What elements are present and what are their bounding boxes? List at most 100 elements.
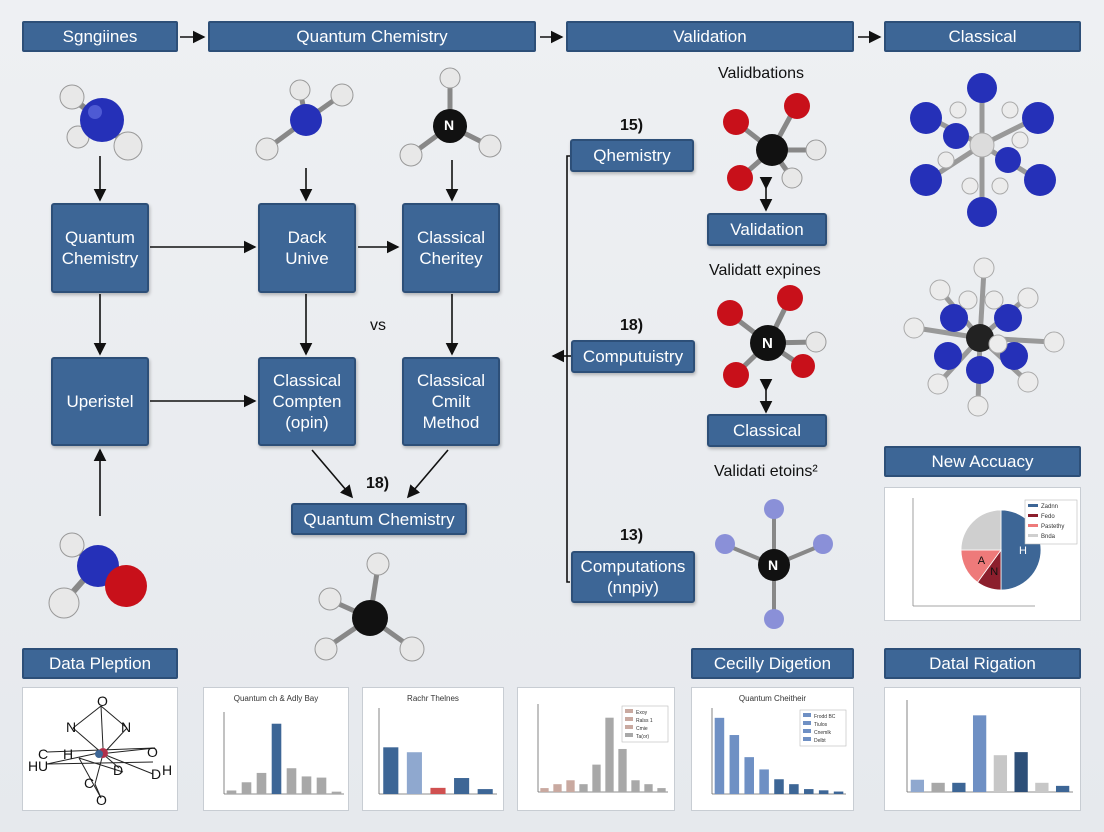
chart-2-legend-swatch-3 — [625, 733, 633, 737]
pie-legend-swatch-2 — [1028, 524, 1038, 527]
chart-2-legend-label-0: Exoy — [636, 710, 648, 716]
chart-2-bar-8 — [644, 784, 653, 792]
header-quantum-chemistry: Quantum Chemistry — [208, 21, 536, 52]
atom-label-n-2: N — [762, 335, 773, 352]
header-data-pleption: Data Pleption — [22, 648, 178, 679]
step-number-15: 15) — [620, 117, 644, 134]
chart-1-bar-4 — [477, 789, 493, 794]
box-uperistel: Uperistel — [51, 357, 149, 446]
chart-4-title: Quantum Cheitheir — [738, 694, 807, 703]
molecule-validation-3 — [715, 499, 833, 629]
chart-panel-1: Quantum ch & Adly Bay — [203, 687, 349, 811]
molecule-top-left — [59, 84, 143, 161]
chart-3-legend-swatch-3 — [803, 737, 811, 741]
chart-1-bar-2 — [430, 787, 446, 794]
chart-0-bar-1 — [241, 782, 252, 794]
chart-3-bar-5 — [789, 784, 799, 794]
chart-2-legend-swatch-2 — [625, 725, 633, 729]
molecule-bottom-left — [48, 532, 147, 619]
structure-label-h-right: H — [162, 762, 173, 778]
structure-label-c-left: C — [38, 746, 49, 762]
chart-2-bar-3 — [579, 784, 588, 792]
chart-5-bar-2 — [952, 782, 966, 792]
chart-panel-2: Rachr Thelnes — [362, 687, 504, 811]
chart-1-bar-3 — [454, 778, 470, 794]
box-computuistry: Computuistry — [571, 340, 695, 373]
structure-panel: O N N C H O H U D D H C O — [22, 687, 178, 811]
chart-2-legend-label-3: Ta(or) — [636, 734, 649, 740]
bar-chart-1 — [223, 712, 344, 795]
header-sgngiines: Sgngiines — [22, 21, 178, 52]
chart-3-bar-1 — [729, 735, 740, 794]
atom-label-n-3: N — [768, 557, 779, 573]
molecule-validation-1 — [723, 93, 827, 191]
molecule-validation-2 — [717, 285, 827, 388]
chart-2-bar-2 — [566, 780, 575, 792]
chart-2-legend-label-1: Ralss 1 — [636, 718, 653, 724]
chart-panel-6 — [884, 687, 1081, 811]
pie-slice-label-2: A — [978, 555, 986, 567]
box-computations: Computations (nnpiy) — [571, 551, 695, 603]
header-new-accuracy: New Accuacy — [884, 446, 1081, 477]
box-classical-method: Classical Cmilt Method — [402, 357, 500, 446]
chart-0-bar-3 — [271, 723, 282, 794]
structure-label-c-bottom: C — [84, 775, 95, 791]
chart-1-title: Quantum ch & Adly Bay — [233, 694, 319, 703]
chart-3-legend-label-0: Frodd BC — [814, 714, 836, 720]
chart-2-title: Rachr Thelnes — [407, 694, 459, 703]
header-datal-rigation: Datal Rigation — [884, 648, 1081, 679]
chart-2-legend-swatch-1 — [625, 717, 633, 721]
structure-label-o-right: O — [147, 744, 158, 760]
structure-label-h-far-left: H — [28, 758, 39, 774]
chart-3-legend-label-3: Delbt — [814, 738, 826, 744]
bar-chart-6 — [906, 700, 1073, 793]
chart-0-bar-7 — [331, 791, 342, 794]
box-validation: Validation — [707, 213, 827, 246]
chart-0-bar-6 — [316, 777, 327, 794]
chart-2-bar-4 — [592, 764, 601, 792]
pie-slice-label-1: N — [990, 566, 998, 578]
vs-label: vs — [370, 317, 386, 334]
structure-label-d-mid: D — [113, 762, 124, 778]
validati-etoins-label: Validati etoins² — [714, 463, 818, 480]
structure-label-d-right: D — [151, 766, 162, 782]
chart-3-bar-4 — [774, 779, 784, 794]
molecule-top-mid — [255, 79, 354, 161]
step-number-18-b: 18) — [620, 317, 644, 334]
validatt-expines-label: Validatt expines — [709, 262, 821, 279]
chart-3-legend-label-2: Cnemlk — [814, 730, 831, 736]
chart-0-bar-2 — [256, 772, 267, 794]
chart-3-bar-7 — [818, 790, 829, 794]
structure-diagram — [46, 705, 156, 799]
chart-2-legend-label-2: Cmie — [636, 726, 648, 732]
chart-2-bar-6 — [618, 748, 627, 792]
chart-2-bar-0 — [540, 788, 549, 792]
chart-3-legend-swatch-0 — [803, 713, 811, 717]
chart-3-legend-label-1: Tiulos — [814, 722, 828, 728]
header-classical: Classical — [884, 21, 1081, 52]
box-qhemistry: Qhemistry — [570, 139, 694, 172]
pie-legend-label-3: Bnda — [1041, 534, 1056, 540]
molecule-bottom-mid — [314, 552, 425, 662]
pie-legend-swatch-0 — [1028, 504, 1038, 507]
pie-slice-3 — [960, 509, 1002, 551]
atom-label-n-1: N — [444, 117, 455, 133]
bar-chart-2 — [378, 708, 497, 795]
chart-3-legend-swatch-2 — [803, 729, 811, 733]
chart-5-bar-1 — [931, 782, 945, 792]
structure-label-o-top: O — [97, 693, 108, 709]
structure-label-n-left: N — [66, 719, 77, 735]
pie-legend-label-0: Zadnn — [1041, 504, 1058, 510]
structure-label-n-right: N — [121, 719, 132, 735]
header-validation: Validation — [566, 21, 854, 52]
chart-5-bar-6 — [1035, 782, 1049, 792]
box-classical-compten: Classical Compten (opin) — [258, 357, 356, 446]
box-classical: Classical — [707, 414, 827, 447]
chart-2-legend-swatch-0 — [625, 709, 633, 713]
